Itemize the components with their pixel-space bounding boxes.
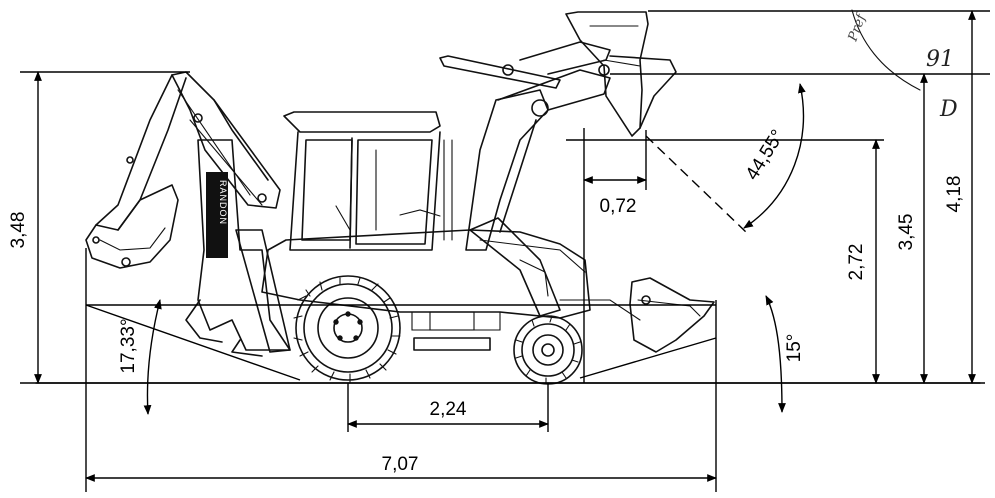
dump-angle-arc xyxy=(743,83,806,229)
handwritten-annotations: Pref 91 D xyxy=(845,9,958,122)
brand-label: RANDON xyxy=(218,180,228,225)
body-chassis xyxy=(261,139,591,351)
max-height-label: 4,18 xyxy=(944,176,965,213)
backhoe-arm xyxy=(95,71,281,231)
rear-wheel xyxy=(293,275,401,383)
brand-plate xyxy=(206,172,228,258)
loader-bucket-raised xyxy=(565,11,677,137)
hinge-pin-height-label: 3,45 xyxy=(896,214,917,251)
front-wheel xyxy=(513,315,583,385)
rear-angle-label: 17,33° xyxy=(118,318,139,373)
annotation-mark-b: D xyxy=(939,97,958,122)
backhoe-height-label: 3,48 xyxy=(8,212,29,249)
front-angle-arc xyxy=(765,295,786,413)
wheelbase-label: 2,24 xyxy=(430,399,467,420)
dump-angle-label: 44,55° xyxy=(742,126,789,184)
dump-angle-line xyxy=(645,135,747,233)
loader-bucket-lowered xyxy=(629,277,715,353)
backhoe-bucket xyxy=(85,184,179,269)
backhoe-loader-machine: RANDON xyxy=(35,11,981,385)
front-angle-label: 15° xyxy=(784,334,805,363)
dump-clearance-label: 2,72 xyxy=(846,244,867,281)
overall-length-label: 7,07 xyxy=(382,454,419,475)
loader-arms xyxy=(439,41,641,321)
annotation-mark-a: 91 xyxy=(926,47,954,72)
rear-angle-slope xyxy=(85,304,301,381)
front-angle-slope xyxy=(579,337,717,379)
annotation-mark-top: Pref xyxy=(845,10,870,44)
dimension-lines: 7,07 2,24 3,48 17,33° 15° 0,72 44,55° 2,… xyxy=(8,10,990,492)
dump-reach-label: 0,72 xyxy=(600,196,637,217)
backhoe-swing-frame: RANDON xyxy=(185,139,291,357)
annotation-arc xyxy=(851,9,921,91)
operator-cab xyxy=(283,111,441,251)
rear-angle-arc xyxy=(143,299,162,415)
